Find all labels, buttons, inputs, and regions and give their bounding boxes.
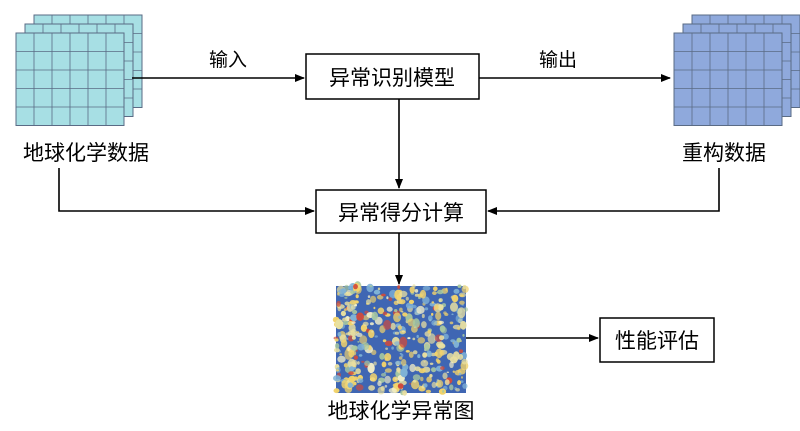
edge-output-label: 输出 — [539, 49, 577, 71]
input-data-label: 地球化学数据 — [23, 141, 149, 165]
eval-label: 性能评估 — [615, 329, 699, 353]
input-grid-layer-front — [15, 32, 125, 126]
score-node: 异常得分计算 — [315, 189, 487, 234]
reconstructed-data-grid-icon — [673, 14, 800, 126]
edge-input: 输入 — [132, 49, 305, 82]
input-data-grid-icon — [15, 14, 143, 126]
eval-node: 性能评估 — [599, 317, 715, 363]
edge-output: 输出 — [479, 49, 671, 82]
model-label: 异常识别模型 — [329, 66, 455, 90]
anomaly-heatmap-image — [332, 281, 469, 396]
edge-input-to-score — [58, 168, 315, 215]
edge-input-label: 输入 — [209, 49, 247, 71]
recon-grid-layer-front — [673, 32, 783, 126]
reconstructed-data-label: 重构数据 — [682, 141, 766, 165]
model-node: 异常识别模型 — [305, 53, 480, 100]
anomaly-map-label: 地球化学异常图 — [328, 399, 475, 423]
edge-recon-to-score — [487, 168, 720, 215]
score-label: 异常得分计算 — [338, 201, 464, 225]
